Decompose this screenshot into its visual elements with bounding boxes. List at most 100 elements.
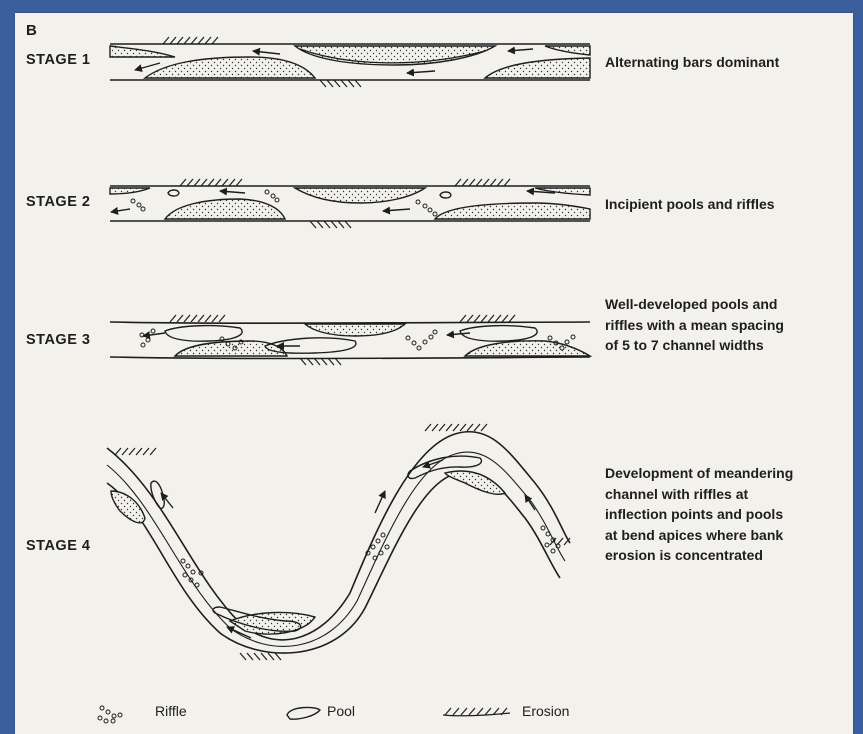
erosion-hatch-mark: [334, 80, 340, 87]
erosion-hatch-mark: [439, 424, 445, 431]
erosion-hatch-mark: [170, 37, 176, 44]
erosion-hatch-mark: [455, 179, 461, 186]
erosion-hatch-mark: [198, 37, 204, 44]
erosion-hatch-mark: [180, 179, 186, 186]
stage-3-line-1: Well-developed pools and: [605, 294, 845, 315]
stage-3-arrow-left: [143, 333, 165, 336]
erosion-hatch-mark: [467, 424, 473, 431]
riffle-pebble: [546, 532, 550, 536]
erosion-hatch-mark: [345, 221, 351, 228]
erosion-hatch-mark: [481, 424, 487, 431]
erosion-hatch-mark: [460, 315, 466, 322]
diagram-paper: B STAGE 1 STAGE 2 STAGE 3 STAGE 4 Altern…: [15, 13, 853, 734]
panel-label: B: [26, 22, 37, 39]
riffle-pebble: [141, 207, 145, 211]
stage-3-bar-middle-top: [305, 324, 405, 336]
stage-1-bar-right-bottom: [485, 58, 590, 78]
stage-3-pool-right: [460, 326, 537, 342]
stage-1-erosion-bottom: [320, 80, 361, 87]
erosion-hatch-mark: [474, 424, 480, 431]
erosion-hatch-mark: [335, 358, 341, 365]
stage-4-arrow-top: [423, 460, 443, 467]
riffle-pebble: [423, 204, 427, 208]
stage-2-description: Incipient pools and riffles: [605, 194, 845, 215]
erosion-hatch-mark: [212, 37, 218, 44]
erosion-hatch-mark: [191, 315, 197, 322]
channel-diagram: [15, 13, 853, 734]
erosion-hatch-mark: [201, 179, 207, 186]
erosion-hatch-mark: [453, 708, 459, 715]
stage-3-arrow-right: [447, 333, 470, 335]
stage-1-arrow-right: [508, 49, 533, 51]
riffle-pebble: [112, 714, 116, 718]
stage-1-bar-left-top: [110, 46, 175, 57]
riffle-pebble: [416, 200, 420, 204]
riffle-pebble: [146, 338, 150, 342]
erosion-hatch-mark: [212, 315, 218, 322]
erosion-hatch-mark: [240, 653, 246, 660]
erosion-hatch-mark: [208, 179, 214, 186]
erosion-hatch-mark: [150, 448, 156, 455]
riffle-pebble: [423, 340, 427, 344]
riffle-pebble: [571, 335, 575, 339]
stage-1-erosion-top: [163, 37, 218, 44]
erosion-hatch-mark: [184, 315, 190, 322]
erosion-hatch-mark: [483, 179, 489, 186]
erosion-hatch-mark: [474, 315, 480, 322]
erosion-hatch-mark: [194, 179, 200, 186]
erosion-hatch-mark: [461, 708, 467, 715]
riffle-pebble: [551, 549, 555, 553]
erosion-hatch-mark: [338, 221, 344, 228]
riffle-pebble: [118, 713, 122, 717]
stage-3-riffle-middle: [406, 330, 437, 350]
riffle-pebble: [195, 583, 199, 587]
riffle-pebble: [433, 212, 437, 216]
erosion-hatch-mark: [446, 424, 452, 431]
stage-3-bank-top: [110, 322, 590, 323]
stage-4-bank-inner: [107, 472, 560, 653]
erosion-hatch-mark: [462, 179, 468, 186]
riffle-pebble: [183, 573, 187, 577]
erosion-hatch-mark: [320, 80, 326, 87]
erosion-hatch-mark: [453, 424, 459, 431]
erosion-hatch-mark: [236, 179, 242, 186]
stage-3-label: STAGE 3: [26, 332, 90, 348]
stage-3-erosion-top: [170, 315, 225, 322]
erosion-hatch-mark: [467, 315, 473, 322]
erosion-hatch-mark: [504, 179, 510, 186]
erosion-hatch-mark: [177, 37, 183, 44]
erosion-hatch-mark: [247, 653, 253, 660]
riffle-pebble: [137, 203, 141, 207]
riffle-pebble: [565, 340, 569, 344]
erosion-hatch-mark: [187, 179, 193, 186]
legend-erosion-symbol: [443, 708, 510, 716]
stage-2-erosion-top: [180, 179, 242, 186]
erosion-hatch-mark: [170, 315, 176, 322]
stage-2-label: STAGE 2: [26, 194, 90, 210]
riffle-pebble: [406, 336, 410, 340]
riffle-pebble: [545, 543, 549, 547]
stage-4-erosion-upper-left: [115, 448, 156, 455]
riffle-pebble: [275, 198, 279, 202]
stage-4-line-4: at bend apices where bank: [605, 525, 845, 546]
stage-1-arrow-left: [135, 63, 160, 70]
erosion-hatch-mark: [205, 37, 211, 44]
stage-2-arrow-left: [111, 209, 130, 212]
riffle-pebble: [131, 199, 135, 203]
stage-1-bar-left-bottom: [145, 57, 315, 78]
stage-2-erosion-bottom: [310, 221, 351, 228]
erosion-hatch-mark: [129, 448, 135, 455]
erosion-hatch-mark: [495, 315, 501, 322]
stage-4-thalweg: [107, 452, 565, 646]
erosion-hatch-mark: [275, 653, 281, 660]
erosion-hatch-mark: [490, 179, 496, 186]
stage-2-riffle-right: [416, 200, 437, 216]
erosion-hatch-mark: [198, 315, 204, 322]
stage-4-label: STAGE 4: [26, 538, 90, 554]
erosion-hatch-mark: [341, 80, 347, 87]
erosion-hatch-mark: [177, 315, 183, 322]
stage-2-erosion-top-right: [455, 179, 510, 186]
erosion-hatch-mark: [432, 424, 438, 431]
erosion-hatch-mark: [222, 179, 228, 186]
stage-4-riffle-left: [181, 559, 203, 587]
